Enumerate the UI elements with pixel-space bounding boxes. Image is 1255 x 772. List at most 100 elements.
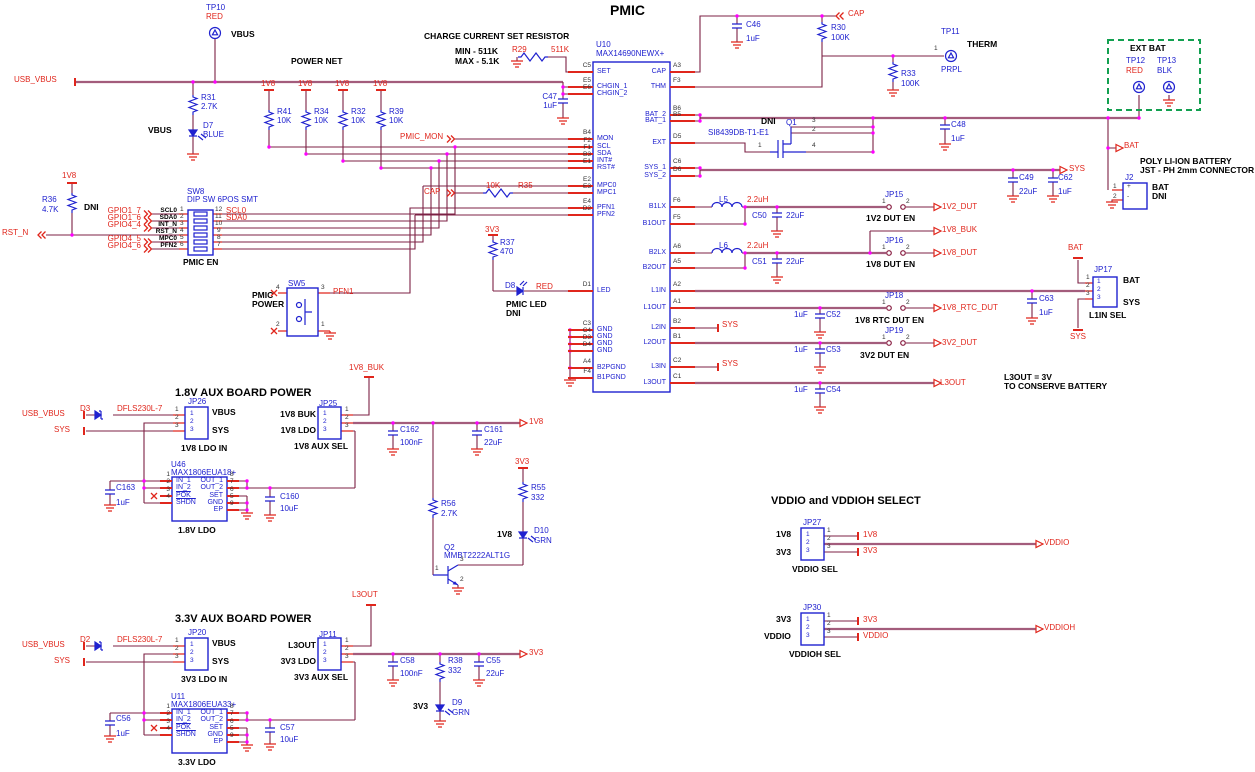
sw8-row5: MPC0 bbox=[158, 235, 177, 242]
ground-icon bbox=[510, 60, 524, 68]
u10-rpin-name: B1LX bbox=[648, 203, 666, 210]
q2-ref: Q2 bbox=[444, 543, 455, 552]
testpoint-icon bbox=[1132, 80, 1146, 94]
c46-ref: C46 bbox=[746, 20, 761, 29]
dip-switch-pole-icon bbox=[193, 225, 208, 231]
d8-color: RED bbox=[536, 282, 553, 291]
no-connect-icon bbox=[150, 492, 158, 500]
c55-ref: C55 bbox=[486, 656, 501, 665]
c51-ref: C51 bbox=[752, 257, 767, 266]
u10-rpin-num: B5 bbox=[673, 111, 681, 118]
u11-pin-stub bbox=[160, 719, 172, 721]
sw5-p4: 4 bbox=[276, 284, 280, 291]
r29-ref: R29 bbox=[512, 45, 527, 54]
r39-ref: R39 bbox=[389, 107, 404, 116]
u10-rpin-name: L1IN bbox=[651, 287, 666, 294]
u10-rpin-name: BAT_1 bbox=[645, 117, 666, 124]
j2-p1: 1 bbox=[1113, 183, 1117, 190]
net-1v8-arrow: 1V8 bbox=[529, 417, 544, 426]
ground-icon bbox=[323, 332, 337, 340]
dip-switch-pole-icon bbox=[193, 211, 208, 217]
charge-title: CHARGE CURRENT SET RESISTOR bbox=[424, 31, 570, 41]
u11-lpin-name: IN_1 bbox=[176, 709, 191, 716]
jp27-p3: 3 bbox=[827, 543, 831, 550]
resistor-icon bbox=[264, 109, 274, 131]
jp30-i3: 3 bbox=[806, 632, 810, 639]
u46-lpin-num: 1 bbox=[166, 471, 170, 478]
ground-icon bbox=[263, 514, 277, 522]
capacitor-icon bbox=[731, 23, 743, 29]
l5-ref: L5 bbox=[719, 195, 728, 204]
u10-rpin-name: L2IN bbox=[651, 324, 666, 331]
u11-lpin-num: 2 bbox=[166, 710, 170, 717]
jp25-ldo: 1V8 LDO bbox=[280, 425, 316, 435]
u10-lpin-num: E6 bbox=[583, 84, 591, 91]
resistor-icon bbox=[888, 61, 898, 83]
c52-val: 1uF bbox=[794, 310, 808, 319]
jp20-label: 3V3 LDO IN bbox=[181, 674, 228, 684]
led-icon bbox=[435, 704, 454, 716]
ground-icon bbox=[470, 448, 484, 456]
r39-val: 10K bbox=[389, 116, 404, 125]
c50-ref: C50 bbox=[752, 211, 767, 220]
sw5-p1: 1 bbox=[321, 321, 325, 328]
u10-pin-stub bbox=[670, 175, 695, 177]
sw8-l2: 2 bbox=[180, 213, 184, 220]
j2-minus: - bbox=[1127, 193, 1130, 200]
ground-icon bbox=[1162, 99, 1176, 107]
sw5-p2: 2 bbox=[276, 321, 280, 328]
u11-lpin-num: 4 bbox=[166, 725, 170, 732]
u46-ref: U46 bbox=[171, 460, 186, 469]
u11-rpin-name: SET bbox=[209, 724, 223, 731]
ground-icon bbox=[770, 276, 784, 284]
u10-lpin-name: SCL bbox=[597, 143, 611, 150]
jp30-p2: 2 bbox=[827, 620, 831, 627]
u10-lpin-name: RST# bbox=[597, 164, 615, 171]
q1-part: SI8439DB-T1-E1 bbox=[708, 128, 769, 137]
jp20-sys: SYS bbox=[212, 656, 230, 666]
capacitor-icon bbox=[264, 727, 276, 733]
sw8-l4: 4 bbox=[180, 227, 184, 234]
aux33-title: 3.3V AUX BOARD POWER bbox=[175, 613, 312, 625]
capacitor-icon bbox=[1047, 177, 1059, 183]
u11-rpin-name: OUT_1 bbox=[200, 709, 223, 716]
u10-rpin-num: F3 bbox=[673, 77, 681, 84]
usb-vbus-33: USB_VBUS bbox=[22, 640, 65, 649]
net-arrow-icon bbox=[1035, 539, 1044, 549]
q1-ref: Q1 bbox=[786, 118, 797, 127]
tp12-color: RED bbox=[1126, 66, 1143, 75]
u46-lpin-num: 4 bbox=[166, 493, 170, 500]
dip-switch-pole-icon bbox=[193, 246, 208, 252]
u10-pin-stub bbox=[670, 252, 695, 254]
jp17-p2: 2 bbox=[1086, 282, 1090, 289]
u11-rpin-name: GND bbox=[207, 731, 223, 738]
r56-ref: R56 bbox=[441, 499, 456, 508]
capacitor-icon bbox=[939, 124, 951, 130]
u46-rpin-name: GND bbox=[207, 499, 223, 506]
pullup2-net: 1V8 bbox=[298, 79, 313, 88]
u10-pin-stub bbox=[568, 146, 593, 148]
u10-pin-stub bbox=[670, 327, 695, 329]
net-l3out-flag: L3OUT bbox=[352, 590, 378, 599]
q1-dni: DNI bbox=[761, 116, 776, 126]
jp25-i3: 3 bbox=[323, 426, 327, 433]
jumper-pin-icon bbox=[886, 204, 892, 210]
net-1v8-rtc-dut: 1V8_RTC_DUT bbox=[942, 303, 998, 312]
r32-ref: R32 bbox=[351, 107, 366, 116]
jp30-box bbox=[800, 612, 825, 646]
u10-lpin-name: PFN2 bbox=[597, 211, 615, 218]
jp11-p3: 3 bbox=[345, 653, 349, 660]
c46-val: 1uF bbox=[746, 34, 760, 43]
jp17-p1: 1 bbox=[1086, 274, 1090, 281]
u46-label: 1.8V LDO bbox=[178, 525, 216, 535]
no-connect-icon bbox=[150, 724, 158, 732]
diode-icon bbox=[94, 410, 104, 420]
sw8-row6: PFN2 bbox=[160, 242, 177, 249]
u10-pin-stub bbox=[568, 329, 593, 331]
u10-lpin-num: D1 bbox=[582, 281, 591, 288]
u10-rpin-name: B2OUT bbox=[642, 264, 666, 271]
ground-icon bbox=[451, 587, 465, 595]
u10-pin-stub bbox=[568, 192, 593, 194]
u10-lpin-num: D4 bbox=[582, 341, 591, 348]
